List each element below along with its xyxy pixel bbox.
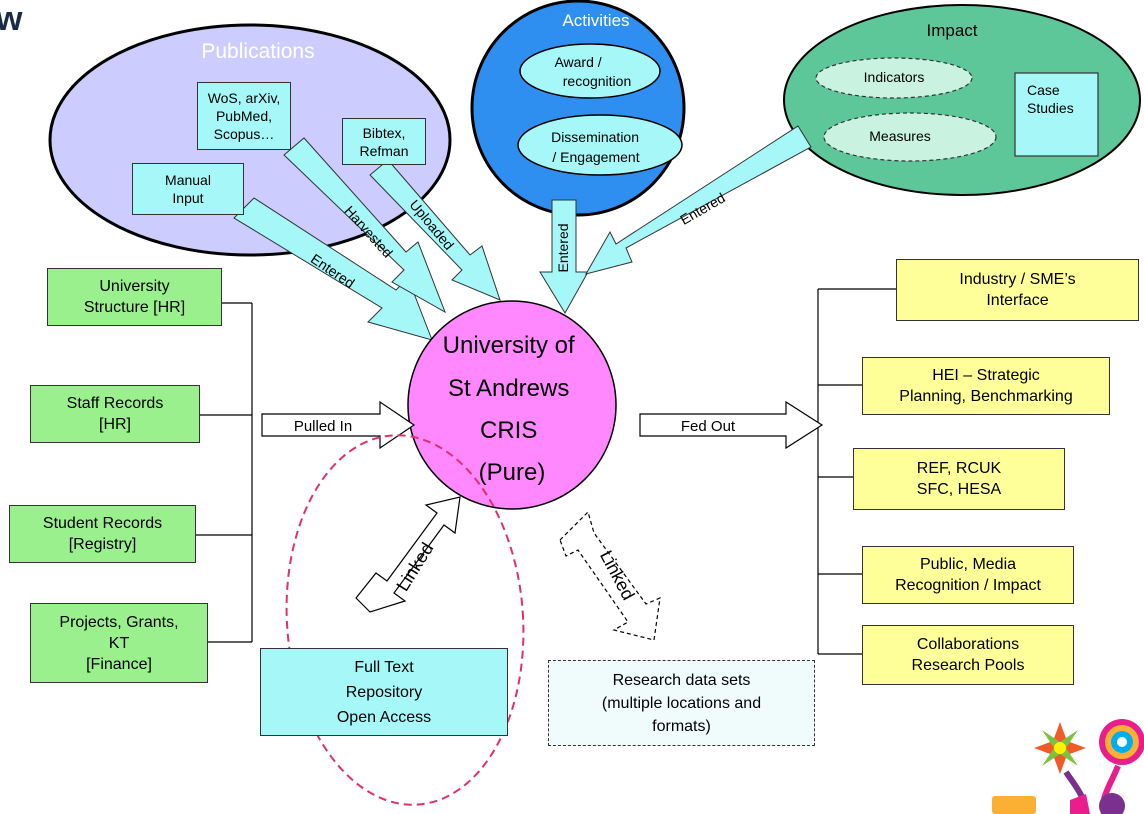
impact-measures-ellipse	[823, 112, 997, 162]
output-collaborations-line2: Research Pools	[911, 657, 1025, 674]
activities-dissemination-ellipse	[517, 114, 683, 176]
label-uploaded: Uploaded	[406, 197, 457, 253]
repository-box: Full Text Repository Open Access	[260, 648, 508, 736]
output-industry-line1: Industry / SME’s	[959, 271, 1076, 288]
output-hei-line2: Planning, Benchmarking	[899, 388, 1073, 405]
publications-wos-line1: WoS, arXiv,	[207, 90, 281, 106]
arrow-linked-datasets	[559, 510, 661, 641]
publications-manual-line1: Manual	[165, 172, 211, 188]
arrow-manual-entered	[233, 197, 433, 341]
arrow-activities-entered	[539, 199, 589, 314]
label-entered-activities: Entered	[555, 223, 571, 272]
highlight-dashed-ellipse	[285, 434, 525, 806]
datasets-box: Research data sets (multiple locations a…	[548, 660, 815, 746]
publications-bibtex-line1: Bibtex,	[362, 124, 406, 141]
input-university-structure-line1: University	[99, 278, 170, 295]
output-box-public-media: Public, Media Recognition / Impact	[862, 546, 1074, 604]
activities-title: Activities	[562, 11, 629, 30]
output-bracket	[817, 288, 896, 655]
input-projects-line2: KT	[108, 634, 130, 652]
activities-ellipse	[470, 0, 686, 217]
input-box-student-records: Student Records [Registry]	[9, 505, 196, 563]
output-box-ref: REF, RCUK SFC, HESA	[853, 448, 1065, 510]
activities-award-label: Award / recognition	[554, 54, 631, 89]
arrow-linked-repository	[355, 496, 461, 613]
arrow-pulled-in	[261, 400, 416, 450]
input-box-projects-grants: Projects, Grants, KT [Finance]	[30, 603, 208, 683]
publications-wos-line3: Scopus…	[213, 126, 275, 142]
input-box-staff-records: Staff Records [HR]	[30, 385, 200, 443]
publications-bibtex-line2: Refman	[359, 142, 409, 159]
output-box-collaborations: Collaborations Research Pools	[862, 625, 1074, 685]
output-box-industry: Industry / SME’s Interface	[896, 259, 1139, 321]
activities-dissemination-label: Dissemination / Engagement	[551, 129, 643, 165]
output-hei-line1: HEI – Strategic	[932, 367, 1040, 384]
impact-indicators-label: Indicators	[864, 69, 925, 85]
input-bracket	[196, 302, 253, 643]
datasets-line2: (multiple locations and	[601, 694, 762, 712]
activities-award-ellipse	[519, 43, 661, 99]
publications-manual-box: Manual Input	[132, 163, 244, 215]
arrow-impact-entered	[584, 125, 812, 275]
label-pulled-in: Pulled In	[294, 418, 352, 435]
publications-title: Publications	[201, 40, 314, 63]
title-fragment: w	[0, 0, 23, 38]
datasets-line1: Research data sets	[612, 671, 751, 689]
output-public-line1: Public, Media	[919, 556, 1017, 573]
input-staff-records-line2: [HR]	[99, 416, 131, 433]
repository-line2: Repository	[345, 683, 423, 701]
output-ref-line2: SFC, HESA	[916, 481, 1002, 498]
center-cris-circle	[407, 300, 617, 510]
publications-wos-box: WoS, arXiv, PubMed, Scopus…	[197, 82, 291, 150]
impact-title: Impact	[926, 21, 977, 40]
output-industry-line2: Interface	[986, 292, 1049, 309]
output-box-hei: HEI – Strategic Planning, Benchmarking	[862, 357, 1110, 415]
input-staff-records-line1: Staff Records	[66, 395, 164, 412]
datasets-line3: formats)	[652, 717, 711, 735]
input-student-records-line1: Student Records	[42, 515, 163, 532]
input-projects-line3: [Finance]	[86, 655, 152, 673]
center-cris-label: University of St Andrews CRIS (Pure)	[443, 332, 582, 486]
impact-measures-label: Measures	[869, 128, 930, 144]
input-student-records-line2: [Registry]	[68, 536, 137, 553]
repository-line3: Open Access	[336, 708, 432, 726]
repository-line1: Full Text	[354, 658, 414, 676]
label-fed-out: Fed Out	[681, 418, 736, 435]
decorative-logo	[992, 719, 1144, 814]
publications-wos-line2: PubMed,	[215, 108, 273, 124]
publications-manual-line2: Input	[172, 190, 204, 206]
output-public-line2: Recognition / Impact	[895, 577, 1041, 594]
arrow-uploaded	[369, 159, 501, 301]
publications-bibtex-box: Bibtex, Refman	[342, 118, 426, 165]
output-ref-line1: REF, RCUK	[916, 460, 1002, 477]
input-university-structure-line2: Structure [HR]	[83, 299, 186, 316]
arrow-harvested	[283, 137, 446, 314]
impact-case-studies-box	[1014, 72, 1099, 157]
output-collaborations-line1: Collaborations	[916, 636, 1020, 653]
input-projects-line1: Projects, Grants,	[59, 613, 179, 631]
impact-case-studies-label: Case Studies	[1027, 82, 1074, 116]
arrow-fed-out	[639, 400, 824, 450]
input-box-university-structure: University Structure [HR]	[47, 268, 222, 326]
impact-indicators-ellipse	[815, 57, 973, 99]
